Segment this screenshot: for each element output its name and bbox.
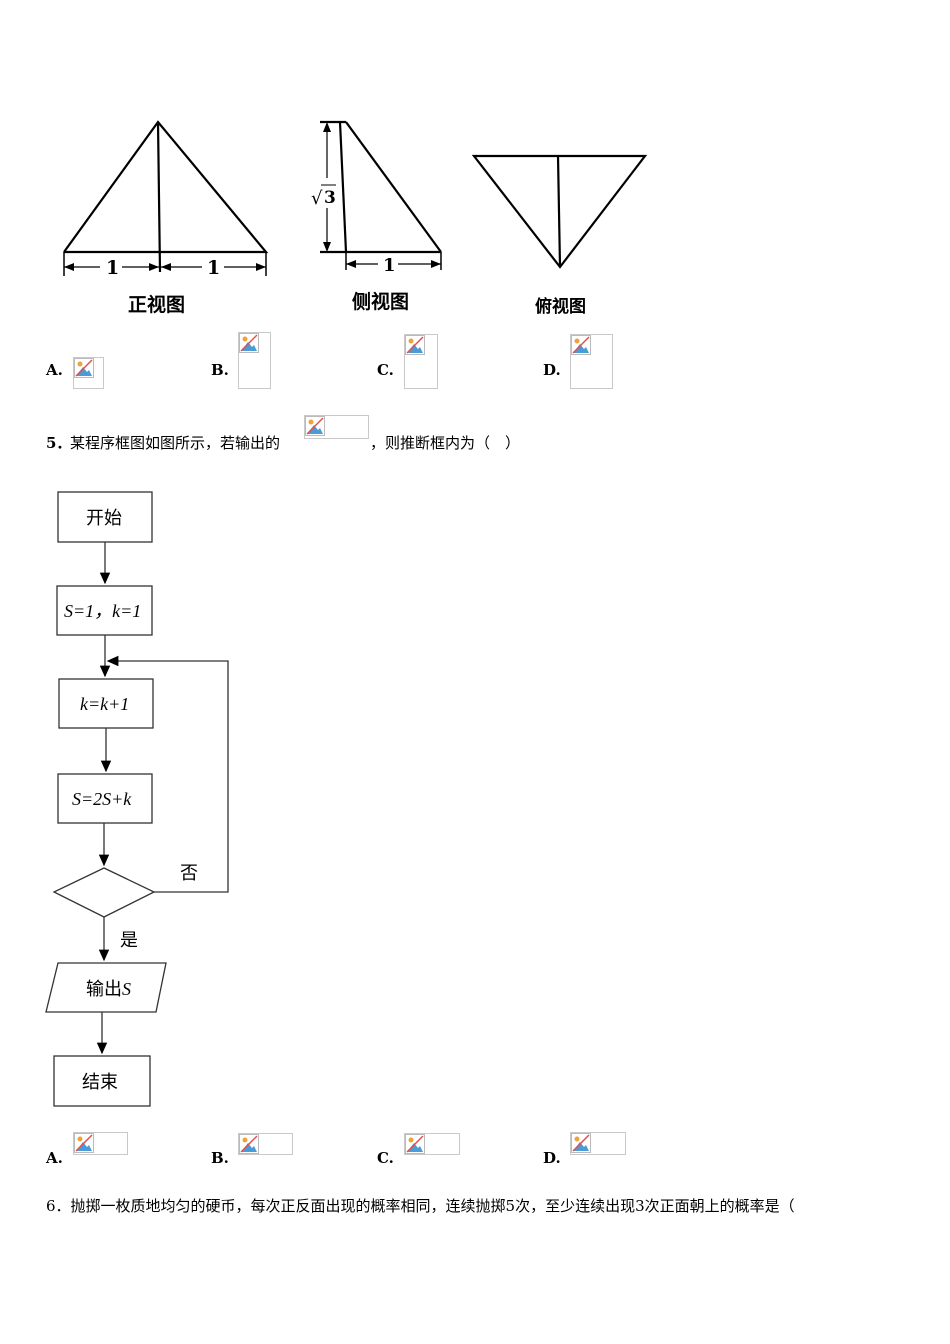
q4-option-b-label: B. [211,361,229,379]
q5-option-d-image [570,1132,626,1155]
front-view-arrows [64,263,266,271]
broken-image-icon [405,1134,425,1154]
flow-end-box [53,1055,151,1107]
broken-image-icon [74,1133,94,1153]
top-view-label: 俯视图 [535,296,586,317]
flow-init-box [56,585,153,636]
q4-option-d-image [570,334,613,389]
q5-text-before: 某程序框图如图所示，若输出的 [70,434,281,452]
broken-image-icon [74,358,94,378]
flow-output-box [45,962,167,1013]
dim-label-1b: 1 [207,257,220,279]
sqrt-symbol: √ [311,188,323,209]
flowchart: 开始 S=1，k=1 k=k+1 S=2S+k 否 是 输出S 结束 [45,491,229,1107]
sqrt-value: 3 [324,188,336,208]
q5-output-image [304,415,369,439]
q5-number: 5． [46,434,72,452]
side-view-arrows [323,122,441,268]
front-view [63,120,269,276]
flow-step2-text: S=2S+k [72,789,132,809]
q5-option-c-image [404,1133,460,1155]
q5-option-d-label: D. [543,1149,561,1167]
front-view-label: 正视图 [128,293,185,316]
dim-label-1a: 1 [106,257,119,279]
flow-no-label: 否 [180,863,198,884]
three-views-figure: 1 1 正视图 √ 3 1 侧视图 俯视图 [63,120,648,317]
flow-step1-text: k=k+1 [80,694,129,714]
broken-image-icon [405,335,425,355]
broken-image-icon [571,335,591,355]
broken-image-icon [305,416,325,436]
q4-option-a-label: A. [46,361,63,379]
flow-step2-box [57,773,153,824]
flow-start-text: 开始 [86,508,122,529]
q5-option-a-label: A. [46,1149,63,1167]
broken-image-icon [571,1133,591,1153]
top-view [471,154,648,269]
question-6-text: 6．抛掷一枚质地均匀的硬币，每次正反面出现的概率相同，连续抛掷5次，至少连续出现… [46,1197,795,1215]
q4-option-c-label: C. [377,361,394,379]
flow-decision-diamond [52,867,156,918]
side-view [320,120,442,270]
flow-init-text: S=1，k=1 [64,601,141,621]
q5-option-b-label: B. [211,1149,229,1167]
dim-label-side: 1 [383,255,396,276]
side-view-label: 侧视图 [352,290,409,313]
q4-option-a-image [73,357,104,389]
q4-option-d-label: D. [543,361,561,379]
flow-output-text: 输出S [86,979,131,1000]
flow-end-text: 结束 [82,1072,118,1093]
broken-image-icon [239,333,259,353]
q4-option-b-image [238,332,271,389]
q5-option-c-label: C. [377,1149,394,1167]
flow-start-box [57,491,153,543]
q5-text-after: ，则推断框内为（ ） [370,434,521,452]
q4-option-c-image [404,334,438,389]
broken-image-icon [239,1134,259,1154]
flow-yes-label: 是 [120,930,138,951]
q5-option-b-image [238,1133,293,1155]
q5-option-a-image [73,1132,128,1155]
